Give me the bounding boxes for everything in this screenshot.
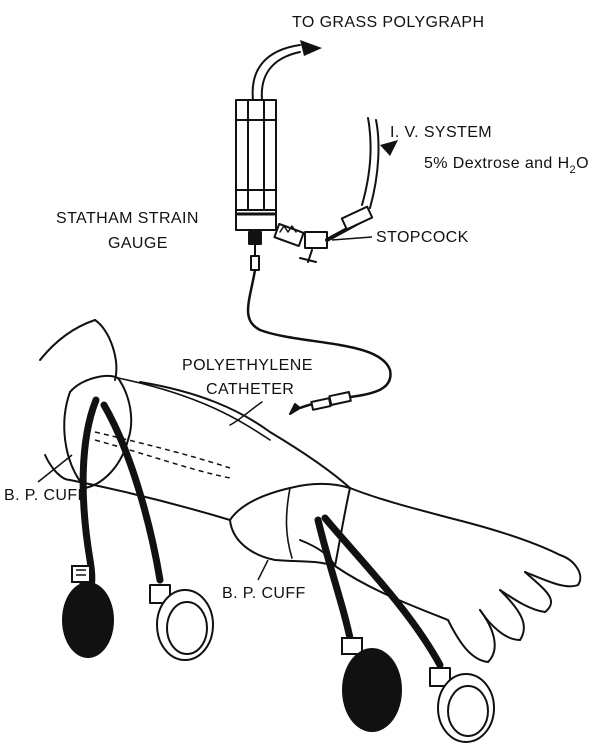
strain-gauge-label-2: GAUGE: [108, 235, 168, 252]
bp-cuff-lower-leader: [258, 560, 268, 580]
catheter-leader: [230, 402, 262, 425]
stopcock-valve: [274, 207, 372, 262]
catheter-label-2: CATHETER: [206, 381, 294, 398]
gauge-fitting: [249, 232, 261, 270]
polygraph-arrow: [300, 40, 322, 56]
bp-cuff-lower-label: B. P. CUFF: [222, 585, 306, 602]
iv-arrow: [380, 140, 398, 156]
to-polygraph-label: TO GRASS POLYGRAPH: [292, 14, 484, 31]
iv-system-label: I. V. SYSTEM: [390, 124, 492, 141]
lower-pressure-gauge: [430, 668, 494, 742]
strain-gauge-label-1: STATHAM STRAIN: [56, 210, 199, 227]
iv-solution-label: 5% Dextrose and H2O: [424, 155, 589, 176]
iv-solution-tail: O: [576, 155, 589, 172]
bp-cuff-upper-leader: [38, 455, 72, 482]
internal-catheter: [95, 432, 230, 478]
stopcock-leader: [332, 237, 372, 240]
bp-cuff-upper-label: B. P. CUFF: [4, 487, 88, 504]
catheter-label-1: POLYETHYLENE: [182, 357, 313, 374]
iv-line: [362, 118, 378, 208]
upper-cuff-tubing: [82, 400, 160, 590]
upper-pressure-gauge: [150, 585, 213, 660]
upper-inflation-bulb: [62, 566, 114, 658]
iv-solution-main: 5% Dextrose and H: [424, 155, 570, 172]
lower-inflation-bulb: [342, 638, 402, 732]
strain-gauge-transducer: [236, 45, 300, 230]
stopcock-label: STOPCOCK: [376, 229, 469, 246]
catheter-connector: [290, 392, 351, 414]
